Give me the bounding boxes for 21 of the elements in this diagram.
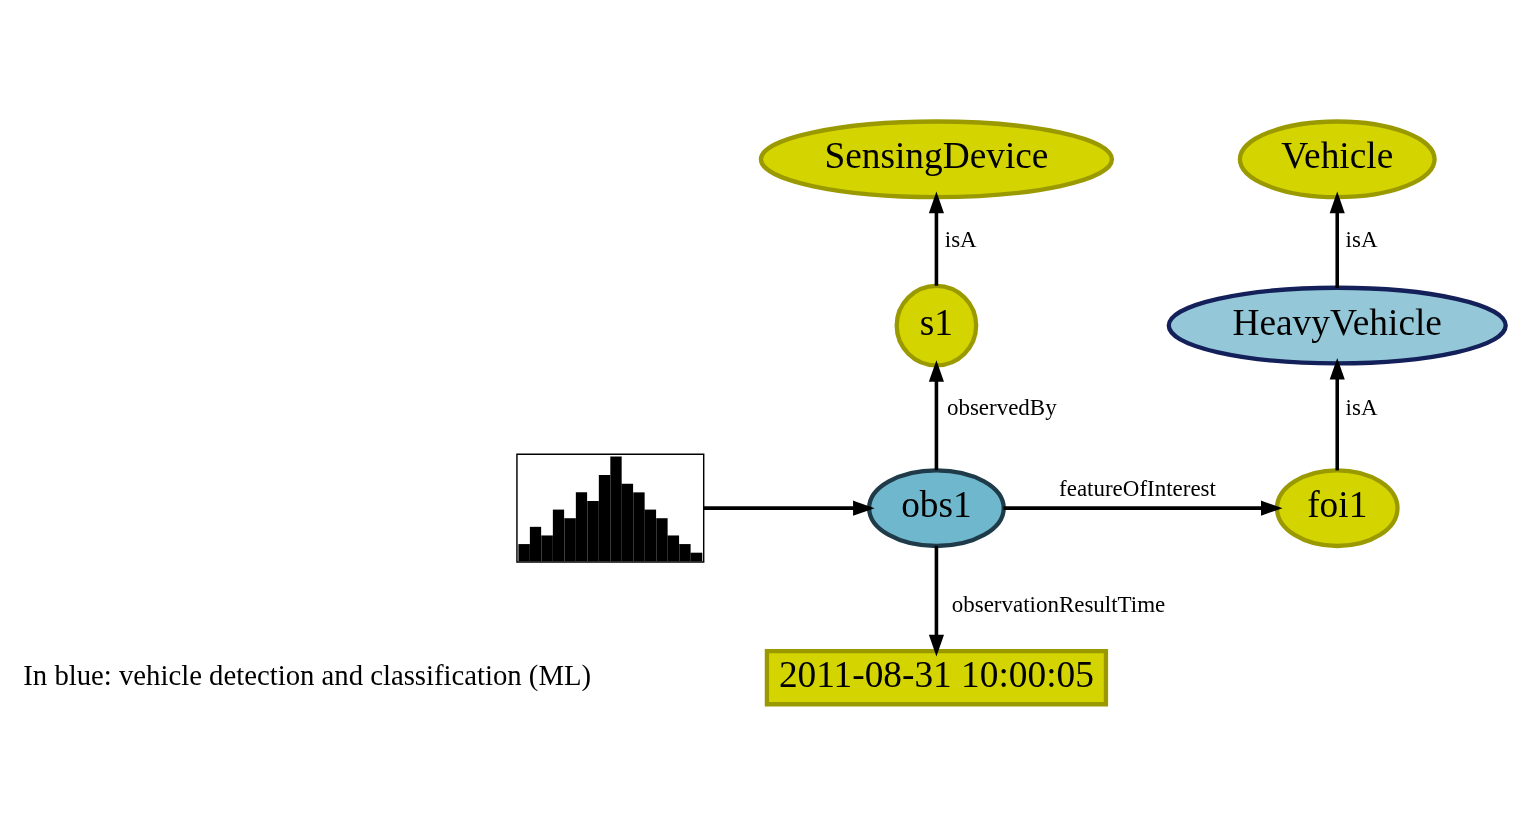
arrow bbox=[928, 360, 944, 471]
edge-label: isA bbox=[1345, 226, 1377, 252]
arrow bbox=[928, 545, 944, 657]
label: In blue: vehicle detection and classification (ML) bbox=[23, 658, 592, 691]
arrow bbox=[928, 191, 944, 286]
node-ellipse: Vehicle bbox=[1237, 119, 1437, 200]
edge-label: observedBy bbox=[946, 395, 1057, 421]
node-ellipse: foi1 bbox=[1274, 468, 1400, 549]
arrow bbox=[1003, 500, 1283, 516]
arrow bbox=[1329, 357, 1345, 471]
node-circle: s1 bbox=[894, 283, 979, 368]
arrow bbox=[703, 500, 875, 516]
edge-label: featureOfInterest bbox=[1059, 476, 1216, 502]
node-ellipse: HeavyVehicle bbox=[1166, 285, 1508, 366]
arrow bbox=[1329, 191, 1345, 288]
node-ellipse: SensingDevice bbox=[758, 119, 1115, 200]
edge-label: isA bbox=[1345, 395, 1377, 421]
node-ellipse: obs1 bbox=[867, 468, 1006, 549]
edge-label: isA bbox=[944, 226, 976, 252]
node-box: 2011-08-31 10:00:05 bbox=[764, 648, 1109, 707]
edge-label: observationResultTime bbox=[951, 592, 1166, 618]
